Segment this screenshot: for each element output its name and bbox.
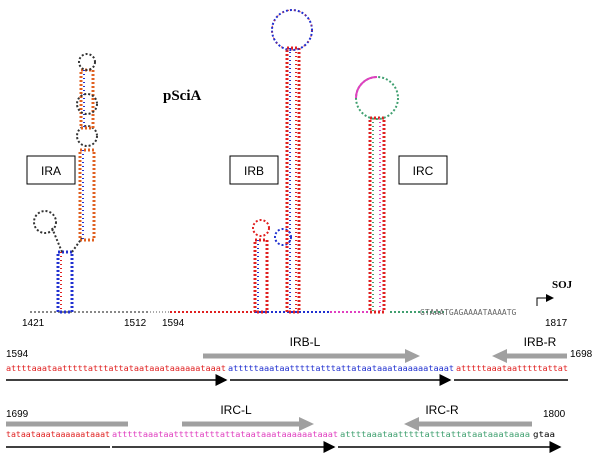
irc-label: IRC (413, 164, 434, 178)
ira-loop-side (33, 210, 57, 234)
line1-sequence: attttaaataatttttatttattataataaataaaaaata… (6, 364, 568, 373)
irb-box: IRB (229, 155, 279, 185)
backbone: GTAAATGAGAAAATAAAATG (30, 308, 517, 317)
line2-sequence: tataataaataaaaaataaat atttttaaataattttta… (6, 430, 555, 439)
soj-start-arrow (536, 294, 554, 306)
figure-title: pSciA (163, 88, 202, 104)
irc-r-label: IRC-R (425, 403, 459, 417)
ira-loop-1 (76, 125, 98, 147)
tail-sequence: GTAAATGAGAAAATAAAATG (420, 308, 517, 317)
irc-hairpin (355, 76, 399, 314)
irb-small-loop (252, 219, 270, 237)
irb-r-label: IRB-R (524, 335, 557, 349)
ira-hairpin (33, 53, 98, 314)
sequence-line-2: 1699 1800 IRC-L IRC-R tataataaataaaaaata… (6, 403, 566, 453)
ira-loop-top (78, 53, 96, 71)
irb-bulge (274, 228, 292, 246)
irb-hairpins (252, 9, 313, 314)
irc-box: IRC (398, 155, 448, 185)
pos-1512: 1512 (124, 318, 147, 329)
soj-label: SOJ (552, 279, 573, 291)
line2-end: 1800 (543, 409, 566, 420)
pos-1817: 1817 (545, 318, 568, 329)
sequence-line-1: 1594 1698 IRB-L IRB-R attttaaataatttttat… (6, 335, 593, 386)
line1-start: 1594 (6, 349, 29, 360)
irb-label: IRB (244, 164, 264, 178)
ira-box: IRA (26, 155, 76, 185)
irb-l-label: IRB-L (290, 335, 321, 349)
pos-1421: 1421 (22, 318, 45, 329)
line1-end: 1698 (570, 349, 593, 360)
irc-l-label: IRC-L (220, 403, 252, 417)
ira-label: IRA (41, 164, 61, 178)
line2-start: 1699 (6, 409, 29, 420)
ira-loop-2 (76, 93, 98, 115)
pos-1594: 1594 (162, 318, 185, 329)
